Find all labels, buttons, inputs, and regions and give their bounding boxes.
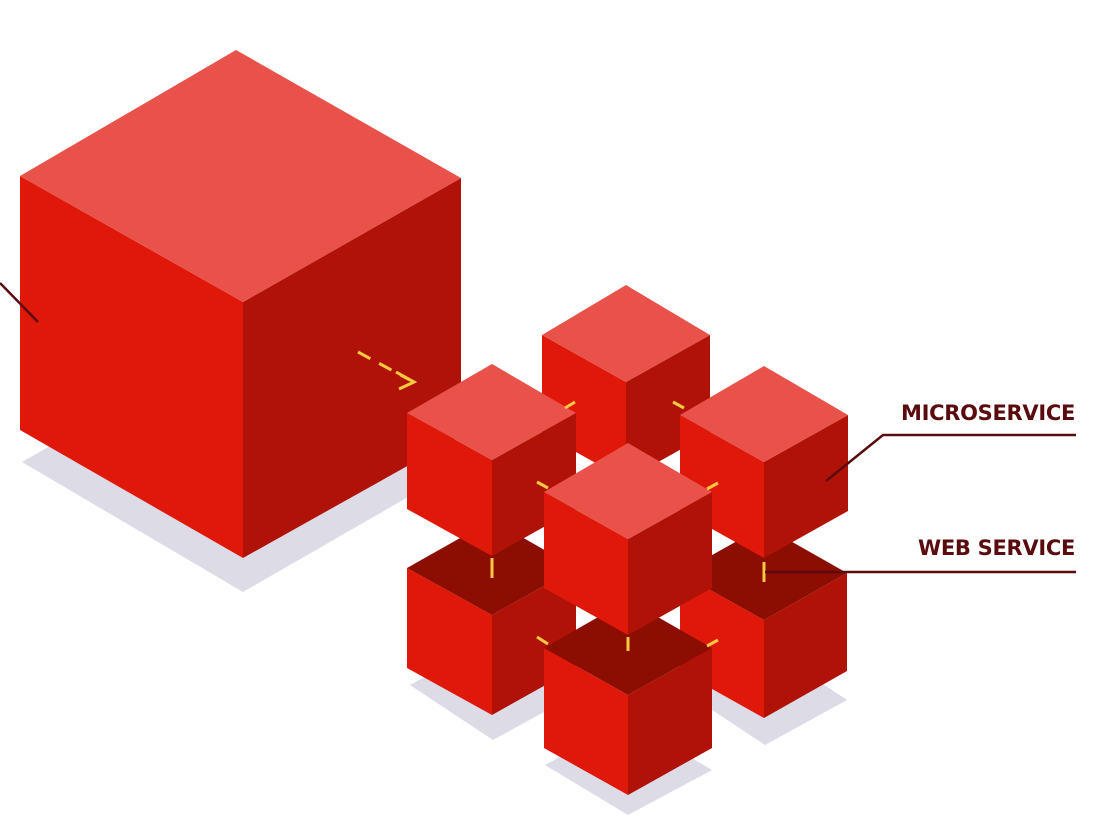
monolith-leader-line (0, 282, 39, 323)
monolith-left-face (20, 176, 243, 558)
cube-top-left (407, 364, 576, 556)
microservice-label: MICROSERVICE (901, 401, 1075, 425)
microservice-leader-line (825, 433, 1076, 482)
cube-top-front (544, 443, 712, 635)
monolith-right-face (243, 178, 461, 558)
microservice-callout: MICROSERVICE (825, 401, 1076, 482)
decompose-arrow (357, 350, 418, 391)
cube-bottom-left (407, 520, 576, 715)
monolith-top-face (20, 50, 461, 302)
connectors (490, 400, 766, 651)
cube-top-right (680, 366, 848, 558)
web-service-callout: WEB SERVICE (765, 536, 1076, 574)
web-service-label: WEB SERVICE (918, 536, 1075, 560)
monolith-cube (20, 50, 461, 558)
